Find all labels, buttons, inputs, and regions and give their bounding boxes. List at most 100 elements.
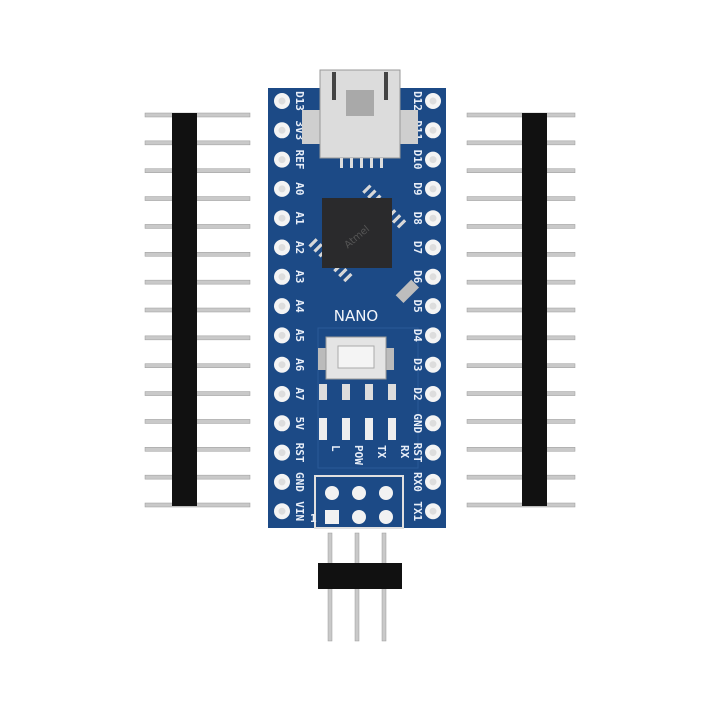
header-pin <box>466 307 576 313</box>
icsp-pad <box>325 486 339 500</box>
right-pin-label: D5 <box>411 299 424 312</box>
pin-hole-center <box>429 449 437 457</box>
pcb-substrate <box>268 88 446 528</box>
header-pin <box>144 279 251 285</box>
header-pin <box>144 419 251 424</box>
left-pin-label: RST <box>293 443 306 463</box>
led-label: L <box>329 445 342 452</box>
pin-hole-center <box>429 302 437 310</box>
right-pin-label: D9 <box>411 182 424 195</box>
icsp-pad <box>379 486 393 500</box>
pin-hole-center <box>278 507 286 515</box>
left-pin-label: A2 <box>293 241 306 254</box>
resistor <box>388 384 396 400</box>
header-pin <box>466 335 576 341</box>
pin-hole-center <box>429 156 437 164</box>
atmega-chip: Atmel <box>308 184 407 283</box>
pin-hole-center <box>429 97 437 105</box>
header-pin <box>466 224 576 229</box>
pin-hole-center <box>278 449 286 457</box>
pin-hole-center <box>278 126 286 134</box>
right-pin-label: D12 <box>411 91 424 111</box>
header-pin <box>466 252 576 257</box>
icsp-pad <box>352 510 366 524</box>
pin-hole-center <box>429 478 437 486</box>
pcb-board: D13D123V3D11REFD10A0D9A1D8A2D7A3D6A4D5A5… <box>268 69 446 529</box>
right-pin-label: D10 <box>411 150 424 170</box>
left-pin-label: D13 <box>293 91 306 111</box>
led <box>365 418 373 440</box>
left-pin-label: A4 <box>293 299 306 313</box>
icsp-plastic <box>318 563 402 589</box>
icsp-pad <box>325 510 339 524</box>
right-pin-header <box>466 112 576 508</box>
pin-hole-center <box>278 214 286 222</box>
header-pin <box>466 112 576 118</box>
right-pin-label: D2 <box>411 387 424 400</box>
chip-leg <box>396 219 407 229</box>
left-pin-label: A5 <box>293 329 306 342</box>
chip-leg <box>367 189 377 199</box>
led-label: TX <box>375 445 388 459</box>
pin-hole-center <box>429 507 437 515</box>
left-pin-label: REF <box>293 150 306 170</box>
left-pin-label: GND <box>293 472 306 492</box>
pin-hole-center <box>429 361 437 369</box>
pin-hole-center <box>429 244 437 251</box>
header-pin <box>466 140 576 146</box>
right-pin-label: D4 <box>411 329 424 343</box>
pin-hole-center <box>278 478 286 486</box>
resistor <box>365 384 373 400</box>
header-pin <box>144 224 251 229</box>
reset-button <box>318 336 394 380</box>
left-pin-label: A6 <box>293 358 306 372</box>
header-pin <box>144 391 251 396</box>
icsp-pin1-label: 1 <box>310 512 317 525</box>
pin-hole-center <box>278 97 286 105</box>
header-pin <box>144 502 251 508</box>
header-plastic <box>522 113 547 506</box>
mini-usb-connector <box>302 69 418 168</box>
header-pin <box>144 474 251 480</box>
header-pin <box>144 168 251 173</box>
pin-holes <box>274 93 441 520</box>
left-pin-header <box>144 112 251 508</box>
right-pin-label: GND <box>411 413 424 433</box>
pin-hole-center <box>429 390 437 398</box>
header-pin <box>466 168 576 173</box>
header-pin <box>466 474 576 480</box>
right-pin-label: D8 <box>411 212 424 225</box>
header-pin <box>466 419 576 424</box>
pin-hole-center <box>278 331 286 339</box>
header-pin <box>144 447 251 452</box>
header-pin <box>144 140 251 146</box>
left-pin-label: A3 <box>293 270 306 283</box>
chip-leg <box>343 272 353 283</box>
right-pin-label: D3 <box>411 358 424 371</box>
right-pin-label: D7 <box>411 241 424 254</box>
icsp-pin-header <box>318 532 402 642</box>
header-pin <box>466 196 576 201</box>
icsp-pad <box>379 510 393 524</box>
left-pin-label: 5V <box>293 417 306 431</box>
pin-hole-center <box>429 126 437 134</box>
pin-hole-center <box>429 185 437 193</box>
resistor <box>342 384 350 400</box>
left-pin-label: A1 <box>293 212 306 226</box>
led-label: RX <box>398 445 411 459</box>
right-pin-label: TX1 <box>411 501 424 521</box>
led <box>319 418 327 440</box>
right-pin-label: RST <box>411 443 424 463</box>
chip-leg <box>338 268 348 278</box>
right-pin-label: D6 <box>411 270 424 284</box>
pin-labels: D13D123V3D11REFD10A0D9A1D8A2D7A3D6A4D5A5… <box>293 91 424 521</box>
header-pin <box>466 502 576 508</box>
header-pin <box>144 307 251 313</box>
chip-leg <box>313 243 323 253</box>
led <box>388 418 396 440</box>
pcb-trace-outline <box>317 327 419 469</box>
header-pin <box>466 363 576 368</box>
header-pin <box>144 252 251 257</box>
